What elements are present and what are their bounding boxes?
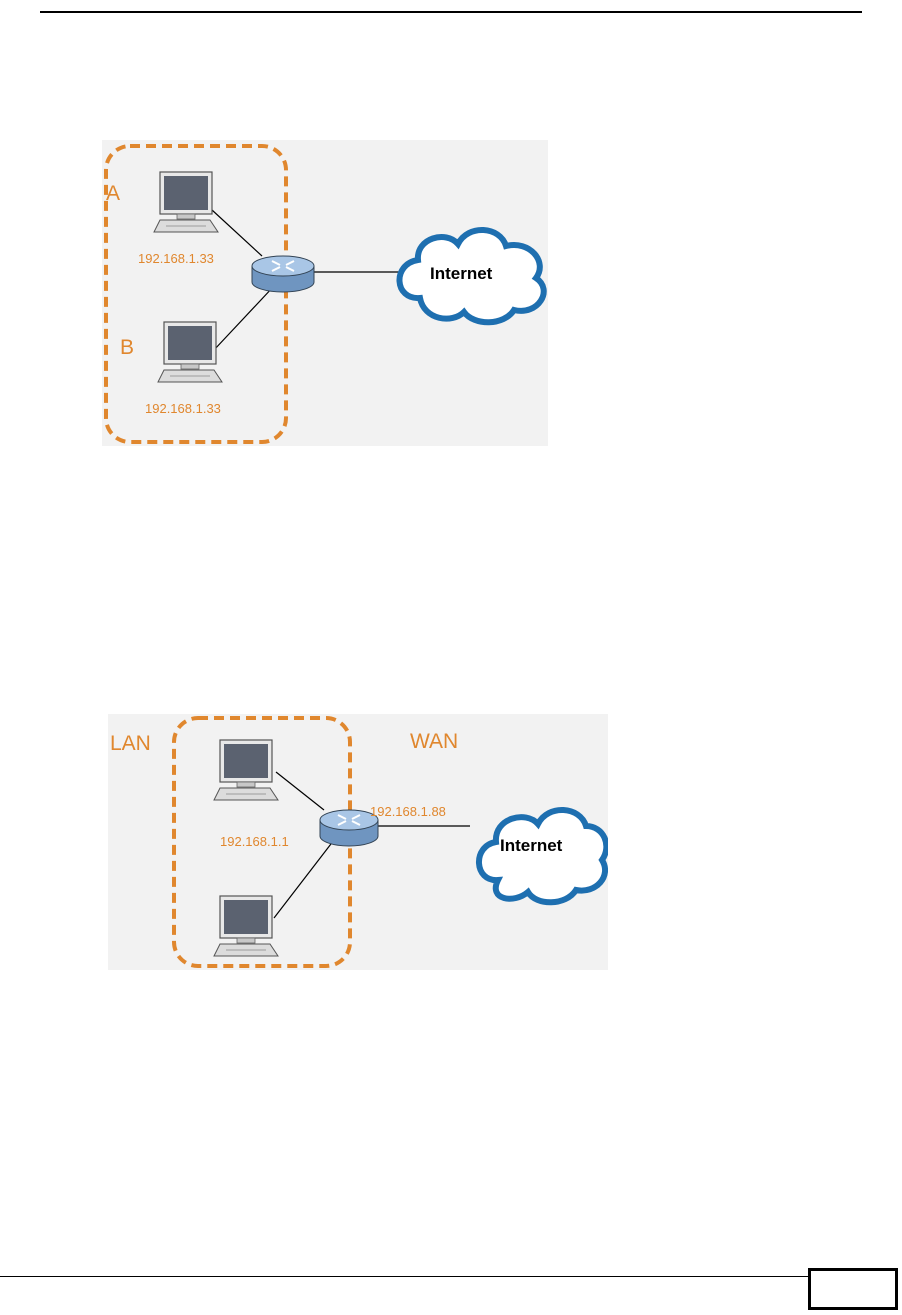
computer-1-icon (214, 740, 278, 800)
header-rule (40, 11, 862, 13)
lan-ip: 192.168.1.1 (220, 834, 289, 849)
network-diagram-duplicate-ip: A B 192.168.1.33 192.168.1.33 Internet (102, 140, 548, 446)
network-diagram-lan-wan: LAN WAN 192.168.1.1 192.168.1.88 Interne… (108, 714, 608, 970)
lan-label: LAN (110, 732, 151, 756)
computer-2-icon (214, 896, 278, 956)
link-b-router (214, 286, 274, 350)
computer-b-icon (158, 322, 222, 382)
page-number-box (808, 1268, 898, 1310)
link-a-router (212, 210, 262, 256)
computer-b-ip: 192.168.1.33 (145, 401, 221, 416)
computer-a-label: A (106, 182, 120, 206)
router-icon (252, 256, 314, 292)
footer-rule (0, 1276, 808, 1277)
internet-cloud-label: Internet (430, 264, 492, 284)
internet-cloud-label: Internet (500, 836, 562, 856)
computer-a-ip: 192.168.1.33 (138, 251, 214, 266)
computer-a-icon (154, 172, 218, 232)
computer-b-label: B (120, 336, 134, 360)
link-pc2-router (274, 840, 334, 918)
internet-cloud-icon (479, 810, 606, 902)
wan-label: WAN (410, 730, 458, 754)
wan-ip: 192.168.1.88 (370, 804, 446, 819)
link-pc1-router (276, 772, 324, 810)
